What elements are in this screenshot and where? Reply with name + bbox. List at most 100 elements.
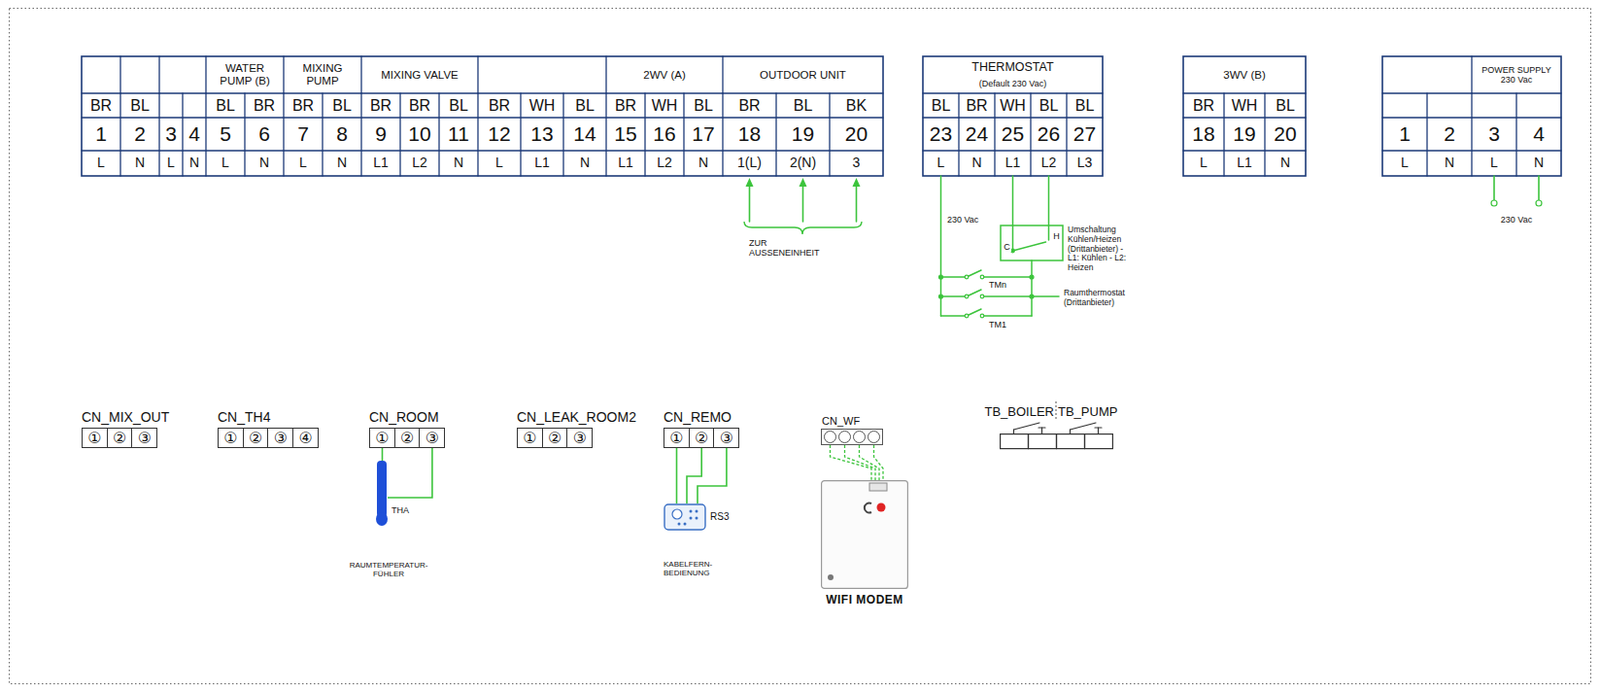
terminal-number: 12 <box>477 117 521 151</box>
table-rule <box>243 93 245 176</box>
signal-name: L <box>205 150 245 176</box>
table-rule <box>1029 93 1031 176</box>
icon <box>1055 421 1113 449</box>
table-rule <box>1515 93 1517 176</box>
remote-button <box>695 516 699 520</box>
contact-label: H <box>1052 231 1061 241</box>
signal-name: L <box>1183 150 1225 176</box>
wire <box>984 295 1032 298</box>
table-rule <box>321 93 323 176</box>
table-rule <box>605 56 607 94</box>
terminal-point <box>1491 200 1498 206</box>
signal-name: L3 <box>1066 150 1103 176</box>
wire <box>874 444 885 480</box>
table-header: MIXING PUMP <box>283 56 362 94</box>
terminal-number: 20 <box>1264 117 1306 151</box>
wire <box>748 184 751 222</box>
junction-dot <box>1029 274 1034 279</box>
wire <box>1030 260 1033 316</box>
wiring <box>744 175 1542 318</box>
terminal-number: 1 <box>81 117 121 151</box>
modem-port <box>869 482 887 491</box>
table-rule <box>476 93 478 176</box>
signal-name: L <box>159 150 183 176</box>
device-description: KABELFERN- BEDIENUNG <box>663 559 732 578</box>
terminal-number: 3 <box>1471 117 1517 151</box>
device-label: RS3 <box>710 510 729 522</box>
table-rule <box>158 93 160 176</box>
modem-logo <box>864 503 872 513</box>
remote-button <box>695 510 699 513</box>
terminal-number: 19 <box>776 117 830 151</box>
terminal-table <box>1183 56 1306 176</box>
probe-body <box>376 460 387 517</box>
wire <box>830 444 873 480</box>
wire-color: BL <box>205 93 245 118</box>
table-rule <box>721 93 723 176</box>
icon <box>663 503 707 531</box>
pin-number: ② <box>542 427 569 448</box>
pin-number: ③ <box>267 427 294 448</box>
table-rule <box>1065 93 1067 176</box>
table-rule <box>828 93 830 176</box>
icon <box>999 421 1056 449</box>
wire <box>941 275 968 278</box>
signal-name: 3 <box>829 150 884 176</box>
remote-control: RS3KABELFERN- BEDIENUNG <box>663 503 707 531</box>
sensor-description: RAUMTEMPERATUR- FÜHLER <box>348 560 429 579</box>
terminal-number: 27 <box>1066 117 1103 151</box>
wire-color: BR <box>958 93 995 118</box>
wire-color: BR <box>244 93 284 118</box>
signal-name: L1 <box>520 150 564 176</box>
connectors <box>382 444 885 504</box>
wire <box>697 447 727 504</box>
table-rule <box>360 56 362 94</box>
wire-color: BR <box>81 93 121 118</box>
modem-led <box>877 503 886 512</box>
table-rule <box>399 93 401 176</box>
signal-name: L <box>1471 150 1517 176</box>
table-rule <box>775 93 777 176</box>
terminal-number: 10 <box>400 117 440 151</box>
wire-color: BR <box>361 93 401 118</box>
relay-contact <box>1014 422 1041 430</box>
connector-label: CN_WF <box>821 414 860 427</box>
contact-dot <box>964 294 969 299</box>
table-rule <box>119 93 121 176</box>
terminal-number: 8 <box>322 117 362 151</box>
device-label: WIFI MODEM <box>811 593 919 608</box>
wire <box>859 444 881 480</box>
divider-line <box>1055 401 1057 421</box>
signal-name: L <box>283 150 323 176</box>
wire-color: BL <box>563 93 607 118</box>
wire <box>686 447 702 504</box>
pin-number: ① <box>81 427 108 448</box>
connector-label: CN_MIX_OUT <box>81 408 170 425</box>
table-header: POWER SUPPLY 230 Vac <box>1471 56 1562 94</box>
table-rule <box>438 93 440 176</box>
pin-number: ③ <box>418 427 445 448</box>
table-header: OUTDOOR UNIT <box>722 56 884 94</box>
table-rule <box>119 56 121 94</box>
table-rule <box>721 56 723 94</box>
signal-name: L2 <box>400 150 440 176</box>
terminal-table <box>81 56 884 176</box>
relay-contact <box>1013 429 1015 434</box>
terminal-number: 23 <box>922 117 959 151</box>
pin-number: ② <box>242 427 270 448</box>
terminal-box <box>1000 434 1029 449</box>
signal-name: N <box>958 150 995 176</box>
wire-color: BL <box>1066 93 1103 118</box>
arrow-head <box>799 177 808 187</box>
pin-number: ③ <box>566 427 593 448</box>
connector-header: CN_REMO①②③ <box>663 427 740 448</box>
wire-color: BR <box>606 93 646 118</box>
signal-name: 1(L) <box>722 150 777 176</box>
terminal-number: 11 <box>439 117 478 151</box>
terminal-number: 20 <box>829 117 884 151</box>
terminal-number: 2 <box>1427 117 1472 151</box>
connector-label: CN_LEAK_ROOM2 <box>516 408 637 425</box>
modem-body <box>821 480 909 589</box>
wire <box>984 314 1032 317</box>
wire <box>1012 175 1015 251</box>
